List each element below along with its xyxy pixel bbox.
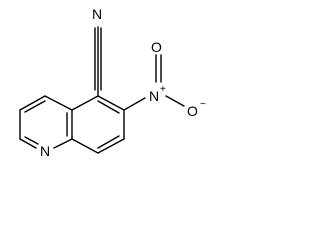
nitro-minus-charge: −	[200, 99, 206, 110]
bond-c4-c3-double	[24, 100, 46, 113]
bond-c2-n1	[19, 138, 37, 149]
bond-c4a-c4	[44, 95, 73, 111]
bond-c5-c6-double	[97, 100, 120, 114]
bond-c6-nitro	[123, 97, 146, 111]
molecule-diagram: N N N + O O −	[19, 6, 206, 159]
bond-c7-c8-double	[97, 135, 120, 149]
nitro-nitrogen-label: N	[149, 88, 159, 104]
structure-canvas: N N N + O O −	[19, 6, 206, 159]
bond-c4a-c5	[71, 95, 99, 111]
nitrile-nitrogen-label: N	[92, 6, 102, 22]
nitro-oxygen-top-label: O	[151, 39, 162, 55]
nitro-plus-charge: +	[160, 84, 166, 95]
bond-c4-c3	[19, 95, 46, 111]
bond-c2-n1-double	[24, 136, 39, 145]
bond-n1-c8a	[53, 138, 73, 149]
bond-c5-c6	[97, 95, 125, 111]
bond-c8-c8a	[71, 138, 99, 154]
nitro-oxygen-right-label: O	[187, 103, 198, 119]
bond-nitro-o-right	[165, 95, 185, 107]
bond-c7-c8	[97, 138, 125, 154]
ring-nitrogen-label: N	[40, 143, 50, 159]
